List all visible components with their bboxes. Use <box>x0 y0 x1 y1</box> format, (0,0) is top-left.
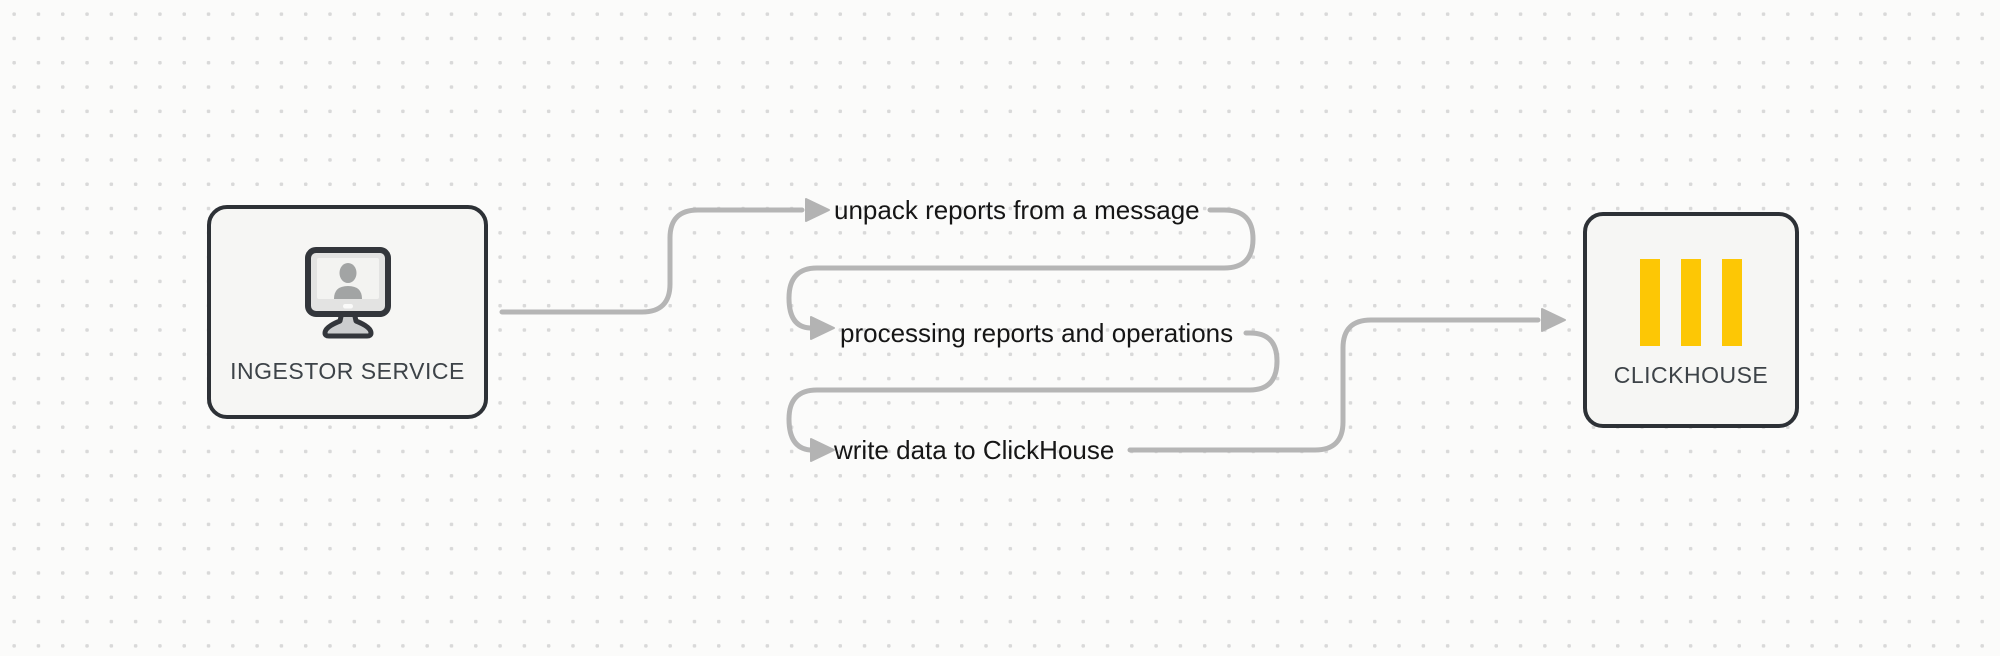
step-label-unpack: unpack reports from a message <box>834 195 1200 225</box>
step-label-processing: processing reports and operations <box>840 318 1234 348</box>
step-label-write: write data to ClickHouse <box>834 435 1115 465</box>
arrowhead-clickhouse-icon <box>1541 308 1566 332</box>
workstation-user-icon <box>304 246 391 338</box>
node-clickhouse[interactable]: CLICKHOUSE <box>1583 212 1799 428</box>
clickhouse-logo-icon <box>1639 259 1742 346</box>
node-ingestor-label: INGESTOR SERVICE <box>230 357 465 384</box>
arrowhead-step1-icon <box>805 198 830 222</box>
arrowhead-step3-icon <box>810 438 835 462</box>
node-ingestor-service[interactable]: INGESTOR SERVICE <box>207 205 488 419</box>
arrowhead-step2-icon <box>810 316 835 340</box>
node-clickhouse-label: CLICKHOUSE <box>1613 362 1769 388</box>
connector-ingestor-to-step1 <box>499 198 830 315</box>
